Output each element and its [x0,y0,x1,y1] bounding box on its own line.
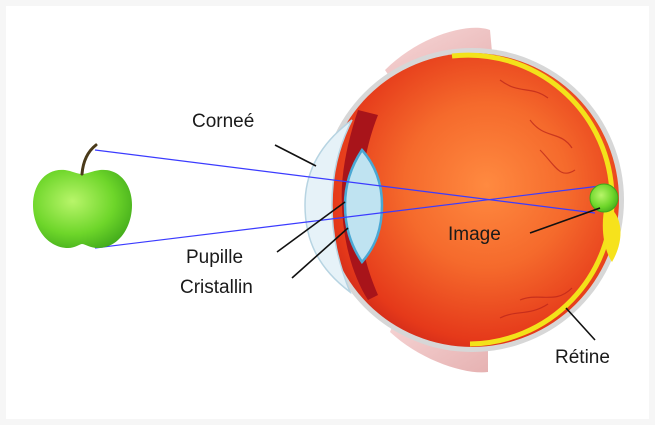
pupil-label: Pupille [186,248,243,267]
retina-image-icon [590,184,618,212]
cornea-label: Corneé [192,112,254,131]
lens-label: Cristallin [180,278,253,297]
apple-icon [33,145,132,248]
image-label: Image [448,225,501,244]
retina-label: Rétine [555,348,610,367]
